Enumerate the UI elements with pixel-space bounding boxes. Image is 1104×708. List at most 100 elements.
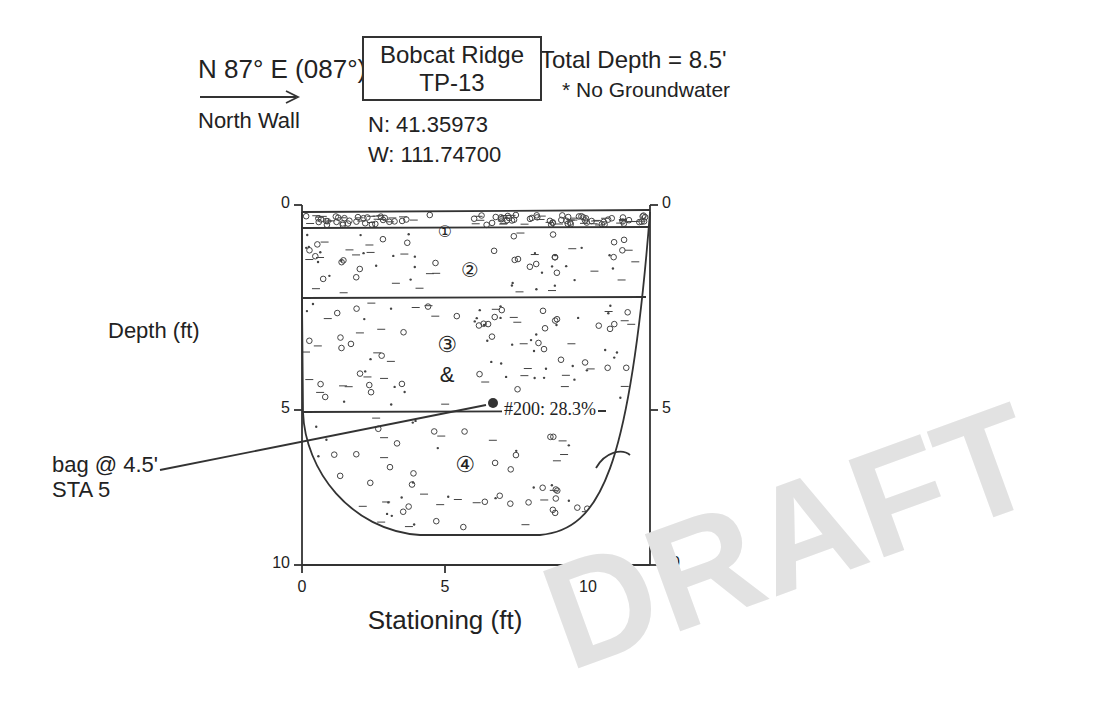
gravel-mark [541,346,547,352]
gravel-mark [509,218,515,224]
silt-mark [436,504,444,505]
sand-mark [325,439,327,441]
gravel-mark [497,493,503,499]
silt-mark [489,440,497,441]
gravel-mark [527,264,533,270]
gravel-mark [366,382,372,388]
gravel-mark [409,482,415,488]
sand-mark [609,305,611,307]
silt-mark [424,305,432,306]
sample-dot [488,398,498,408]
sand-mark [554,254,556,256]
sand-mark [437,447,439,449]
sand-mark [409,278,411,280]
gravel-mark [552,318,558,324]
silt-mark [377,522,385,523]
silt-mark [312,288,320,289]
silt-mark [550,490,558,491]
gravel-mark [324,222,330,228]
silt-mark [367,252,375,253]
silt-mark [382,501,390,502]
sand-mark [572,365,574,367]
sand-mark [586,369,588,371]
gravel-mark [605,365,611,371]
sand-mark [328,521,330,523]
sand-mark [530,339,532,341]
sand-mark [486,339,488,341]
sand-mark [606,505,608,507]
silt-mark [340,292,348,293]
gravel-mark [550,507,556,513]
silt-mark [380,378,388,379]
gravel-mark [529,215,535,221]
silt-mark [593,220,601,221]
axis-title: Stationing (ft) [368,606,523,636]
silt-mark [510,317,518,318]
tick-label: 0 [281,194,290,212]
layer-symbol: & [440,362,455,387]
silt-mark [531,254,539,255]
silt-mark [567,343,575,344]
silt-mark [303,467,311,468]
callout-number: ② [461,259,479,282]
sand-mark [364,370,366,372]
axis-title: Depth (ft) [108,318,200,343]
sand-mark [403,391,405,393]
gravel-mark [477,371,483,377]
gravel-mark [462,429,468,435]
sand-mark [535,333,537,335]
gravel-mark [499,307,505,313]
silt-mark [374,219,382,220]
sand-mark [580,247,582,249]
gravel-mark [380,236,386,242]
sand-mark [305,247,307,249]
silt-mark [623,474,631,475]
gravel-mark [596,323,602,329]
silt-mark [338,217,346,218]
silt-mark [345,249,353,250]
silt-mark [316,217,324,218]
silt-mark [590,223,598,224]
silt-mark [356,217,364,218]
callout-number: ① [438,223,452,241]
gravel-mark [630,488,636,494]
silt-mark [304,454,312,455]
gravel-mark [313,253,319,259]
gravel-mark [558,357,564,363]
sand-mark [619,397,621,399]
sand-mark [533,486,535,488]
callout-number: ④ [455,452,475,477]
sand-mark [312,303,314,305]
sand-mark [515,450,517,452]
gravel-mark [425,304,431,310]
tick-label: 0 [298,578,307,596]
gravel-mark [492,460,498,466]
silt-mark [580,223,588,224]
gravel-mark [552,254,558,260]
silt-mark [380,457,388,458]
sand-mark [505,376,507,378]
silt-mark [638,221,646,222]
silt-mark [380,437,388,438]
silt-mark [641,310,649,311]
gravel-mark [513,452,519,458]
gravel-mark [542,325,548,331]
gravel-mark [320,276,326,282]
sand-mark [490,361,492,363]
sand-mark [535,288,537,290]
sand-mark [620,501,622,503]
sand-mark [543,377,545,379]
sand-mark [390,403,392,405]
sand-mark [604,349,606,351]
gravel-mark [553,496,559,502]
silt-mark [359,506,367,507]
silt-mark [392,283,400,284]
sand-mark [375,265,377,267]
sand-mark [638,495,640,497]
silt-mark [555,223,563,224]
sand-mark [412,421,414,423]
sand-mark [476,317,478,319]
silt-mark [520,375,528,376]
gravel-mark [354,219,360,225]
gravel-mark [411,471,417,477]
